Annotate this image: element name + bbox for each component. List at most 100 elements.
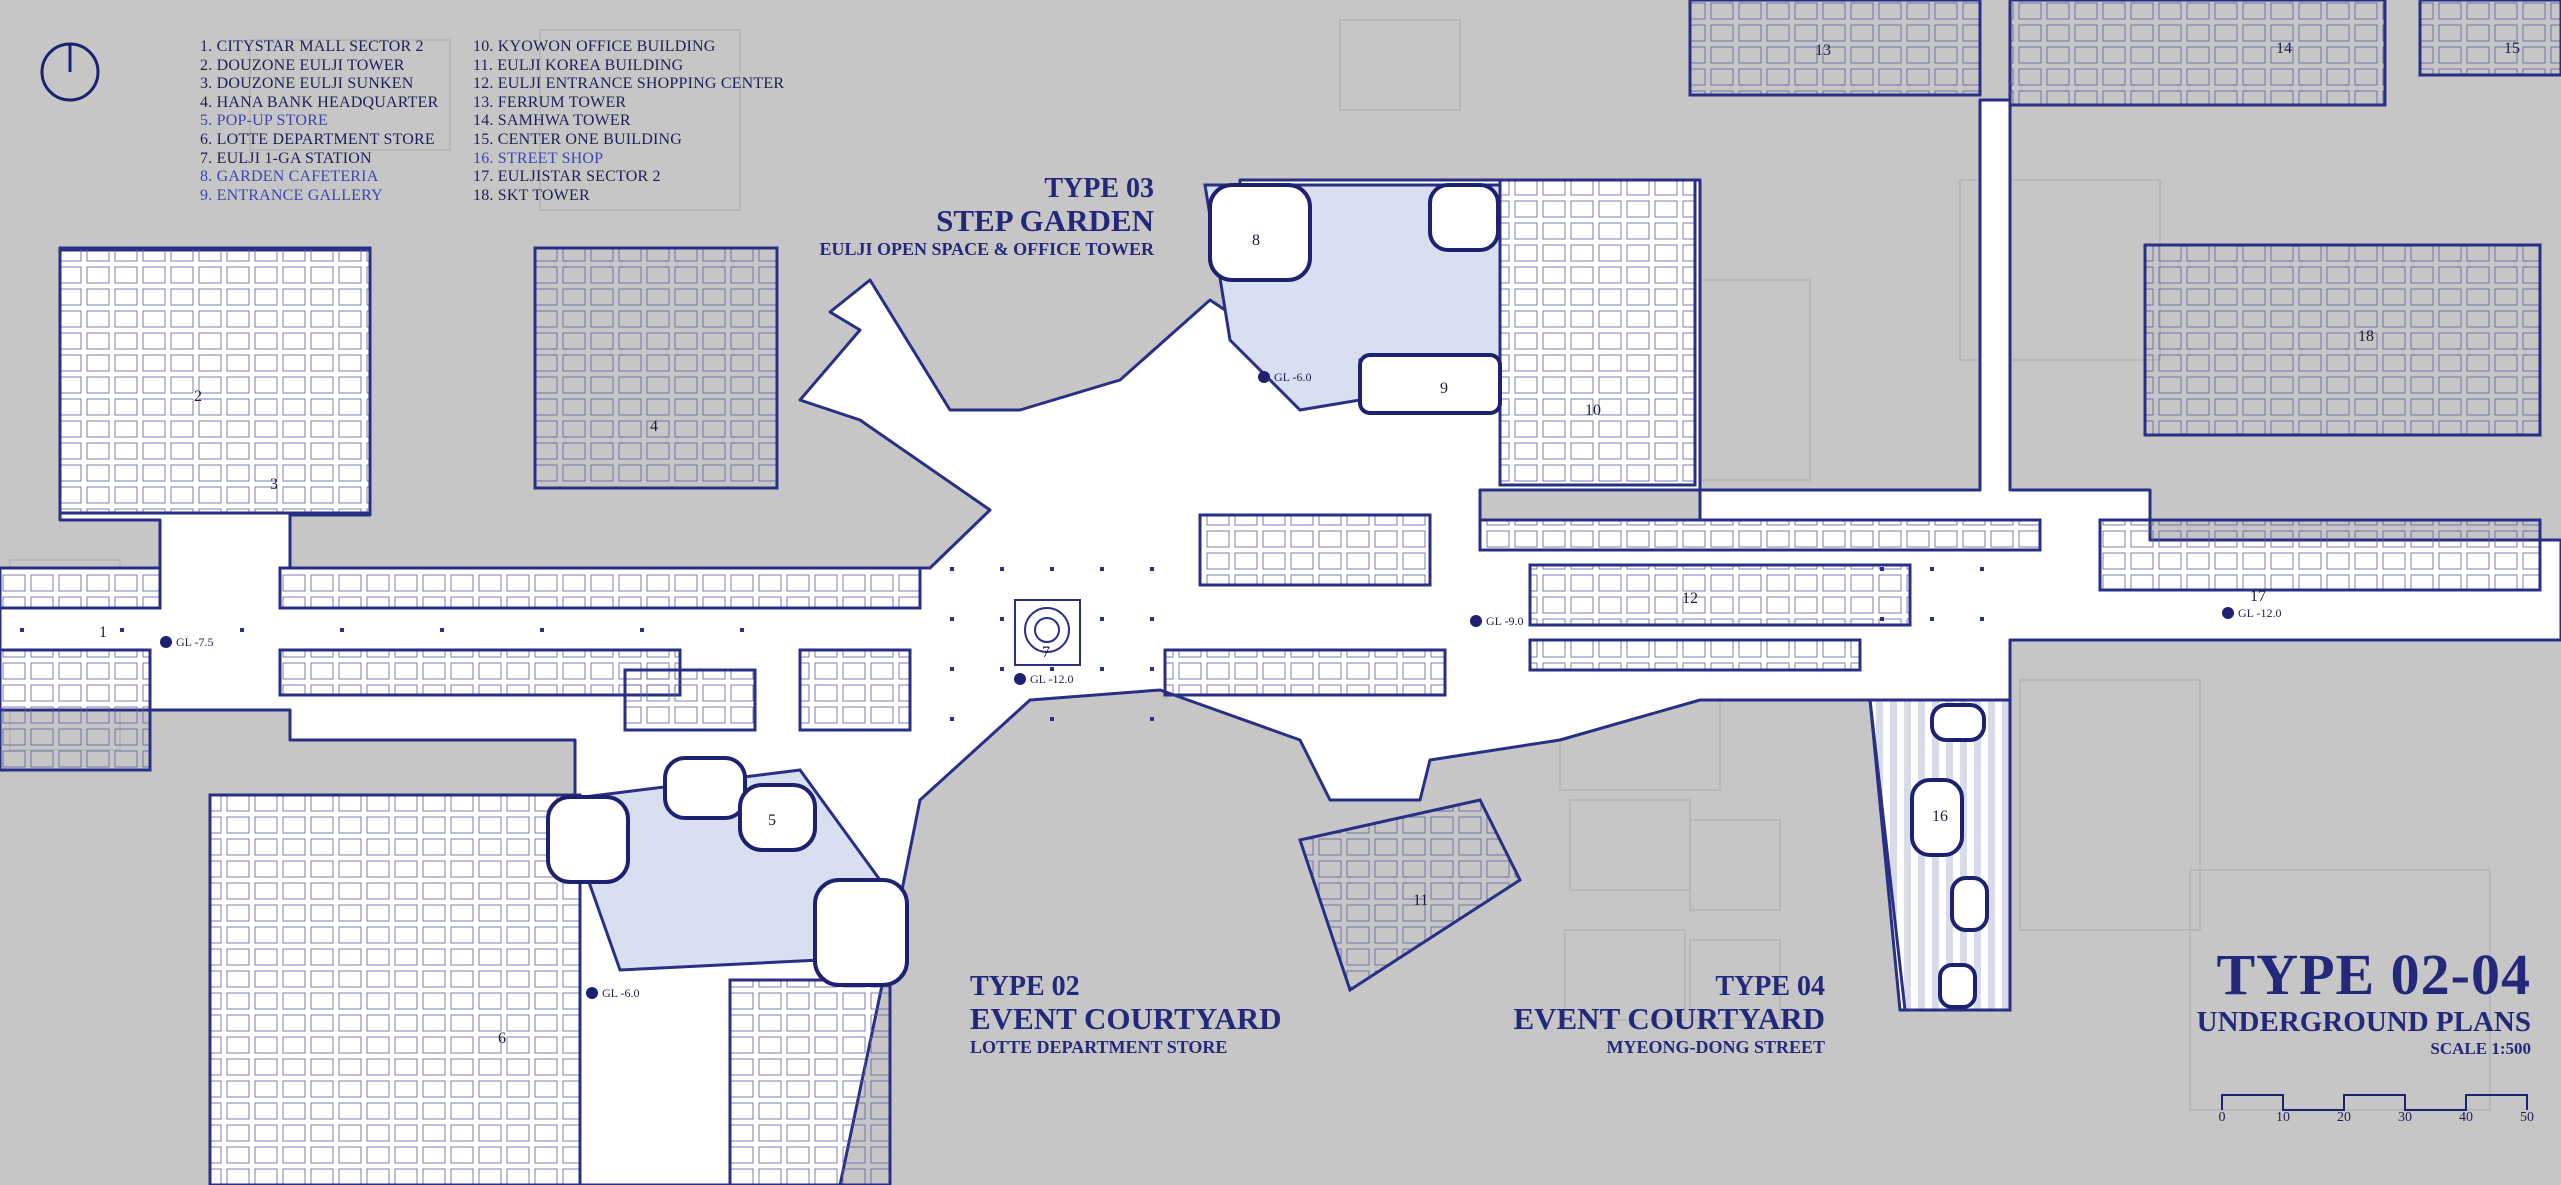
entrance-gallery	[1358, 353, 1502, 415]
garden-cafeteria	[1208, 183, 1312, 282]
type02-title: EVENT COURTYARD	[970, 1001, 1282, 1036]
level-marker-icon	[1470, 615, 1482, 627]
street-shop-4	[1938, 963, 1977, 1009]
type03-title: STEP GARDEN	[936, 203, 1154, 238]
main-title: TYPE 02-04	[2216, 942, 2531, 1007]
legend-item: 1. CITYSTAR MALL SECTOR 2	[200, 38, 424, 55]
legend-item: 11. EULJI KOREA BUILDING	[473, 56, 684, 74]
level-marker-icon	[1258, 371, 1270, 383]
legend-item: 4. HANA BANK HEADQUARTER	[200, 93, 439, 111]
building-2	[58, 246, 372, 515]
ground-level-marker: GL -6.0	[586, 986, 640, 1001]
building-number-9: 9	[1440, 380, 1448, 397]
building-1-south	[0, 648, 152, 772]
popup-store-b	[663, 756, 747, 820]
popup-store-d	[813, 878, 909, 987]
popup-store-c	[738, 783, 817, 852]
street-shop-2	[1910, 778, 1964, 857]
type02-subtitle: LOTTE DEPARTMENT STORE	[970, 1037, 1228, 1057]
scale-bar	[2221, 1094, 2528, 1111]
building-number-5: 5	[768, 812, 776, 829]
scale-bar-labels: 0 10 20 30 40 50	[2218, 1090, 2535, 1130]
level-marker-icon	[160, 636, 172, 648]
legend-item: 2. DOUZONE EULJI TOWER	[200, 56, 405, 74]
building-number-1: 1	[99, 624, 107, 641]
station-kiosks-sw	[798, 648, 912, 732]
building-6	[208, 793, 582, 1185]
building-number-10: 10	[1585, 402, 1601, 419]
station-kiosks-se	[1163, 648, 1447, 697]
building-number-12: 12	[1682, 590, 1698, 607]
type04-type: TYPE 04	[1715, 971, 1825, 1002]
ground-level-marker: GL -6.0	[1258, 370, 1312, 385]
type02-type: TYPE 02	[970, 971, 1080, 1002]
building-number-18: 18	[2358, 328, 2374, 345]
building-number-7: 7	[1042, 644, 1050, 661]
corridor-shops-north	[278, 566, 922, 610]
garden-pavilion	[1428, 183, 1500, 252]
building-number-8: 8	[1252, 232, 1260, 249]
pavilions	[546, 183, 1989, 1009]
building-number-14: 14	[2276, 40, 2292, 57]
building-number-15: 15	[2504, 40, 2520, 57]
legend-item: 7. EULJI 1-GA STATION	[200, 149, 372, 167]
station-kiosks-east	[1198, 513, 1432, 587]
building-11	[1298, 798, 1522, 993]
building-14	[2008, 0, 2387, 107]
station-kiosks-west	[623, 668, 757, 732]
popup-store-a	[546, 795, 630, 884]
type03-subtitle: EULJI OPEN SPACE & OFFICE TOWER	[819, 239, 1154, 259]
main-title-block: TYPE 02-04 UNDERGROUND PLANS SCALE 1:500	[2197, 944, 2531, 1060]
north-compass	[40, 42, 100, 102]
ground-level-marker: GL -9.0	[1470, 614, 1524, 629]
column-grid	[20, 567, 1984, 721]
building-1-north	[0, 566, 162, 610]
building-6-east	[728, 978, 892, 1185]
legend-item: 13. FERRUM TOWER	[473, 93, 627, 111]
building-10	[1498, 178, 1697, 487]
building-12-mid	[1528, 563, 1912, 627]
type04-title: EVENT COURTYARD	[1513, 1001, 1825, 1036]
building-number-6: 6	[498, 1030, 506, 1047]
legend-item: 14. SAMHWA TOWER	[473, 112, 631, 130]
legend-item: 3. DOUZONE EULJI SUNKEN	[200, 75, 414, 93]
type02-label: TYPE 02 EVENT COURTYARD LOTTE DEPARTMENT…	[970, 972, 1282, 1058]
legend-item: 15. CENTER ONE BUILDING	[473, 130, 683, 148]
scale-tick-label: 40	[2459, 1110, 2473, 1125]
building-18	[2143, 243, 2542, 437]
building-4	[533, 246, 779, 490]
building-number-3: 3	[270, 476, 278, 493]
main-subtitle: UNDERGROUND PLANS	[2196, 1006, 2531, 1038]
building-17-shops	[2098, 518, 2542, 592]
level-marker-icon	[1014, 673, 1026, 685]
ground-level-marker: GL -12.0	[1014, 672, 1074, 687]
type04-subtitle: MYEONG-DONG STREET	[1606, 1037, 1825, 1057]
scale-tick-label: 0	[2218, 1110, 2226, 1125]
legend-item: 12. EULJI ENTRANCE SHOPPING CENTER	[473, 75, 785, 93]
ground-level-marker: GL -12.0	[2222, 606, 2282, 621]
building-13	[1688, 0, 1982, 97]
legend-item: 18. SKT TOWER	[473, 186, 590, 204]
legend-item: 10. KYOWON OFFICE BUILDING	[473, 38, 716, 55]
building-number-17: 17	[2250, 588, 2266, 605]
ground-level-marker: GL -7.5	[160, 635, 214, 650]
corridor-shops-south	[278, 648, 682, 697]
legend-item: 17. EULJISTAR SECTOR 2	[473, 168, 661, 186]
legend-item-highlight: 8. GARDEN CAFETERIA	[200, 168, 379, 186]
building-number-4: 4	[650, 418, 658, 435]
level-marker-icon	[2222, 607, 2234, 619]
street-shop-1	[1930, 703, 1986, 742]
type04-label: TYPE 04 EVENT COURTYARD MYEONG-DONG STRE…	[1500, 972, 1825, 1058]
legend-item-highlight: 16. STREET SHOP	[473, 149, 604, 167]
scale-tick-label: 30	[2398, 1110, 2412, 1125]
level-marker-icon	[586, 987, 598, 999]
legend-item-highlight: 9. ENTRANCE GALLERY	[200, 186, 383, 204]
station-7-marker	[1014, 599, 1081, 666]
building-number-16: 16	[1932, 808, 1948, 825]
scale-note: SCALE 1:500	[2430, 1039, 2531, 1058]
type03-type: TYPE 03	[1044, 173, 1154, 204]
building-12-south	[1528, 638, 1862, 672]
